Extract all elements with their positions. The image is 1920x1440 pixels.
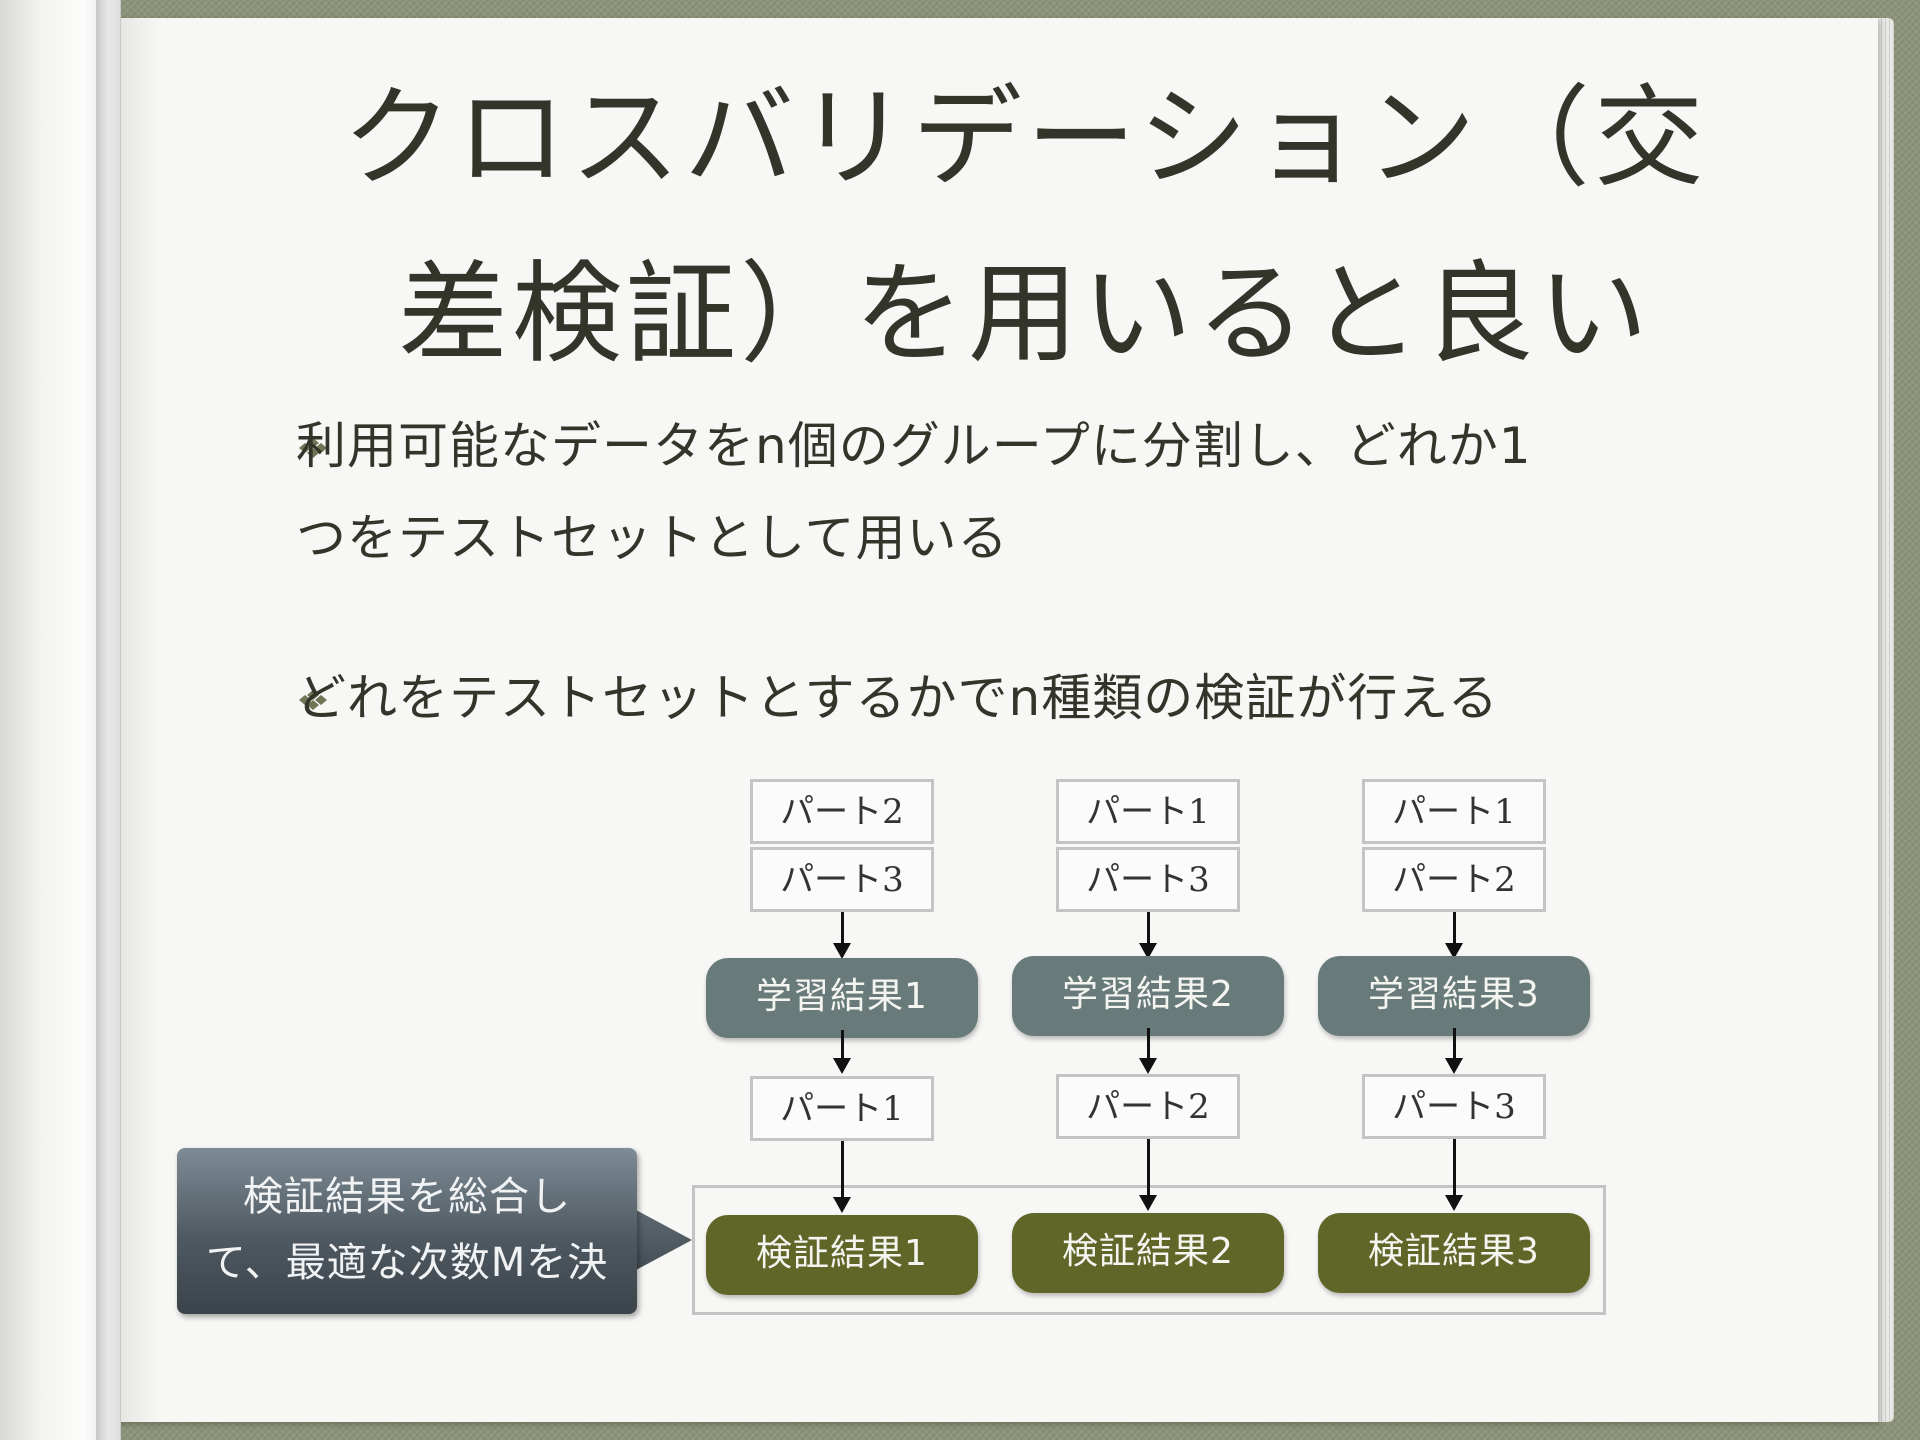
- bullet-1-line-2: つをテストセットとして用いる: [296, 509, 1009, 567]
- arrow-head: [833, 1197, 851, 1213]
- arrow-head: [1445, 1195, 1463, 1211]
- arrow-line: [1453, 1139, 1456, 1196]
- arrow-line: [1147, 1139, 1150, 1196]
- arrow-line: [841, 912, 844, 945]
- bullet-item-2: どれをテストセットとするかでn種類の検証が行える: [296, 652, 1716, 744]
- verification-result-pill: 検証結果2: [1012, 1213, 1284, 1293]
- callout-line-1: 検証結果を総合し: [243, 1174, 571, 1220]
- arrow-line: [841, 1141, 844, 1198]
- train-part-box: パート3: [1056, 847, 1240, 912]
- bullet-1-line-1: 利用可能なデータをn個のグループに分割し、どれか1: [296, 417, 1532, 475]
- train-part-box: パート2: [1362, 847, 1546, 912]
- learning-result-pill: 学習結果2: [1012, 956, 1284, 1036]
- learning-result-pill: 学習結果1: [706, 958, 978, 1038]
- summary-callout: 検証結果を総合し て、最適な次数Mを決: [177, 1148, 637, 1314]
- arrow-line: [1453, 912, 1456, 945]
- learning-result-pill: 学習結果3: [1318, 956, 1590, 1036]
- train-part-box: パート2: [750, 779, 934, 844]
- diamond-bullet-icon: [299, 438, 327, 458]
- slide-title: クロスバリデーション（交 差検証）を用いると良い: [290, 50, 1760, 402]
- arrow-head: [1139, 943, 1157, 959]
- arrow-line: [1453, 1028, 1456, 1060]
- left-page-curl: [0, 0, 121, 1440]
- train-part-box: パート3: [750, 847, 934, 912]
- arrow-head: [1139, 1195, 1157, 1211]
- arrow-head: [833, 943, 851, 959]
- arrow-line: [841, 1030, 844, 1060]
- test-part-box: パート2: [1056, 1074, 1240, 1139]
- verification-result-pill: 検証結果3: [1318, 1213, 1590, 1293]
- arrow-head: [833, 1058, 851, 1074]
- train-part-box: パート1: [1056, 779, 1240, 844]
- arrow-head: [1445, 1058, 1463, 1074]
- bullet-item-1: 利用可能なデータをn個のグループに分割し、どれか1 つをテストセットとして用いる: [296, 400, 1716, 584]
- callout-pointer: [636, 1210, 692, 1270]
- test-part-box: パート1: [750, 1076, 934, 1141]
- arrow-head: [1445, 943, 1463, 959]
- diamond-bullet-icon: [299, 690, 327, 710]
- title-line-2: 差検証）を用いると良い: [398, 250, 1652, 378]
- arrow-head: [1139, 1058, 1157, 1074]
- verification-result-pill: 検証結果1: [706, 1215, 978, 1295]
- train-part-box: パート1: [1362, 779, 1546, 844]
- bullet-2-line-1: どれをテストセットとするかでn種類の検証が行える: [296, 669, 1499, 727]
- binding-shadow: [96, 0, 108, 1440]
- arrow-line: [1147, 912, 1150, 945]
- title-line-1: クロスバリデーション（交: [342, 74, 1708, 202]
- callout-line-2: て、最適な次数Mを決: [205, 1240, 609, 1286]
- test-part-box: パート3: [1362, 1074, 1546, 1139]
- arrow-line: [1147, 1028, 1150, 1060]
